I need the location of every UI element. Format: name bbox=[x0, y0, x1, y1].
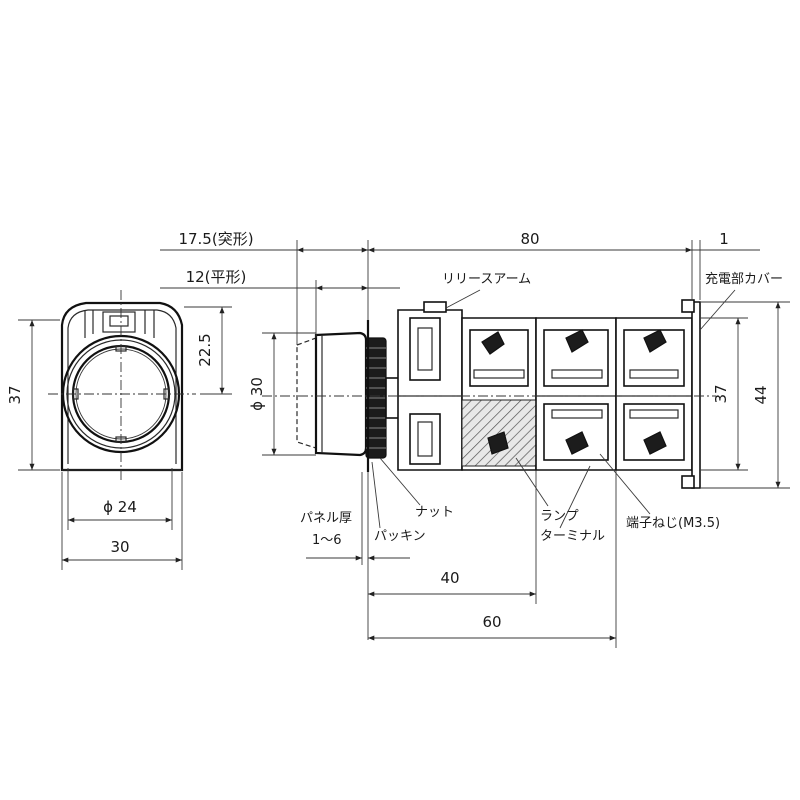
release-arm-label: リリースアーム bbox=[442, 272, 531, 287]
protrusion-flat-dimension: 12(平形) bbox=[186, 268, 247, 286]
cover-thickness-dimension: 1 bbox=[719, 230, 729, 248]
side-dimensions: ϕ 30 17.5(突形) 80 1 12(平形) 37 44 bbox=[160, 230, 790, 648]
part-labels: リリースアーム 充電部カバー ナット パネル厚 1～6 パッキン ランプ ターミ… bbox=[300, 271, 783, 548]
terminal-label: ターミナル bbox=[540, 529, 605, 544]
terminal-screw-label: 端子ねじ(M3.5) bbox=[626, 516, 720, 531]
nut-label: ナット bbox=[415, 505, 454, 520]
panel-thickness-range-label: 1～6 bbox=[312, 533, 342, 548]
panel-thickness-label: パネル厚 bbox=[300, 511, 352, 526]
length-60-dimension: 60 bbox=[482, 613, 501, 631]
front-dimensions: 37 22.5 ϕ 24 30 bbox=[6, 306, 232, 570]
front-center-height-dimension: 22.5 bbox=[196, 333, 214, 366]
lamp-label: ランプ bbox=[540, 509, 579, 524]
body-height-dimension: 37 bbox=[712, 384, 730, 403]
protrusion-convex-dimension: 17.5(突形) bbox=[178, 230, 253, 248]
packing-label: パッキン bbox=[374, 529, 426, 544]
live-part-cover-label: 充電部カバー bbox=[705, 271, 783, 287]
length-40-dimension: 40 bbox=[440, 569, 459, 587]
nut-knurl bbox=[366, 347, 386, 449]
side-view bbox=[262, 299, 716, 489]
front-view bbox=[48, 290, 196, 480]
front-width-dimension: 30 bbox=[110, 538, 129, 556]
button-diameter-dimension: ϕ 30 bbox=[248, 377, 266, 411]
overall-height-dimension: 44 bbox=[752, 385, 770, 404]
front-height-dimension: 37 bbox=[6, 385, 24, 404]
overall-length-dimension: 80 bbox=[520, 230, 539, 248]
front-inner-diameter-dimension: ϕ 24 bbox=[103, 498, 137, 516]
